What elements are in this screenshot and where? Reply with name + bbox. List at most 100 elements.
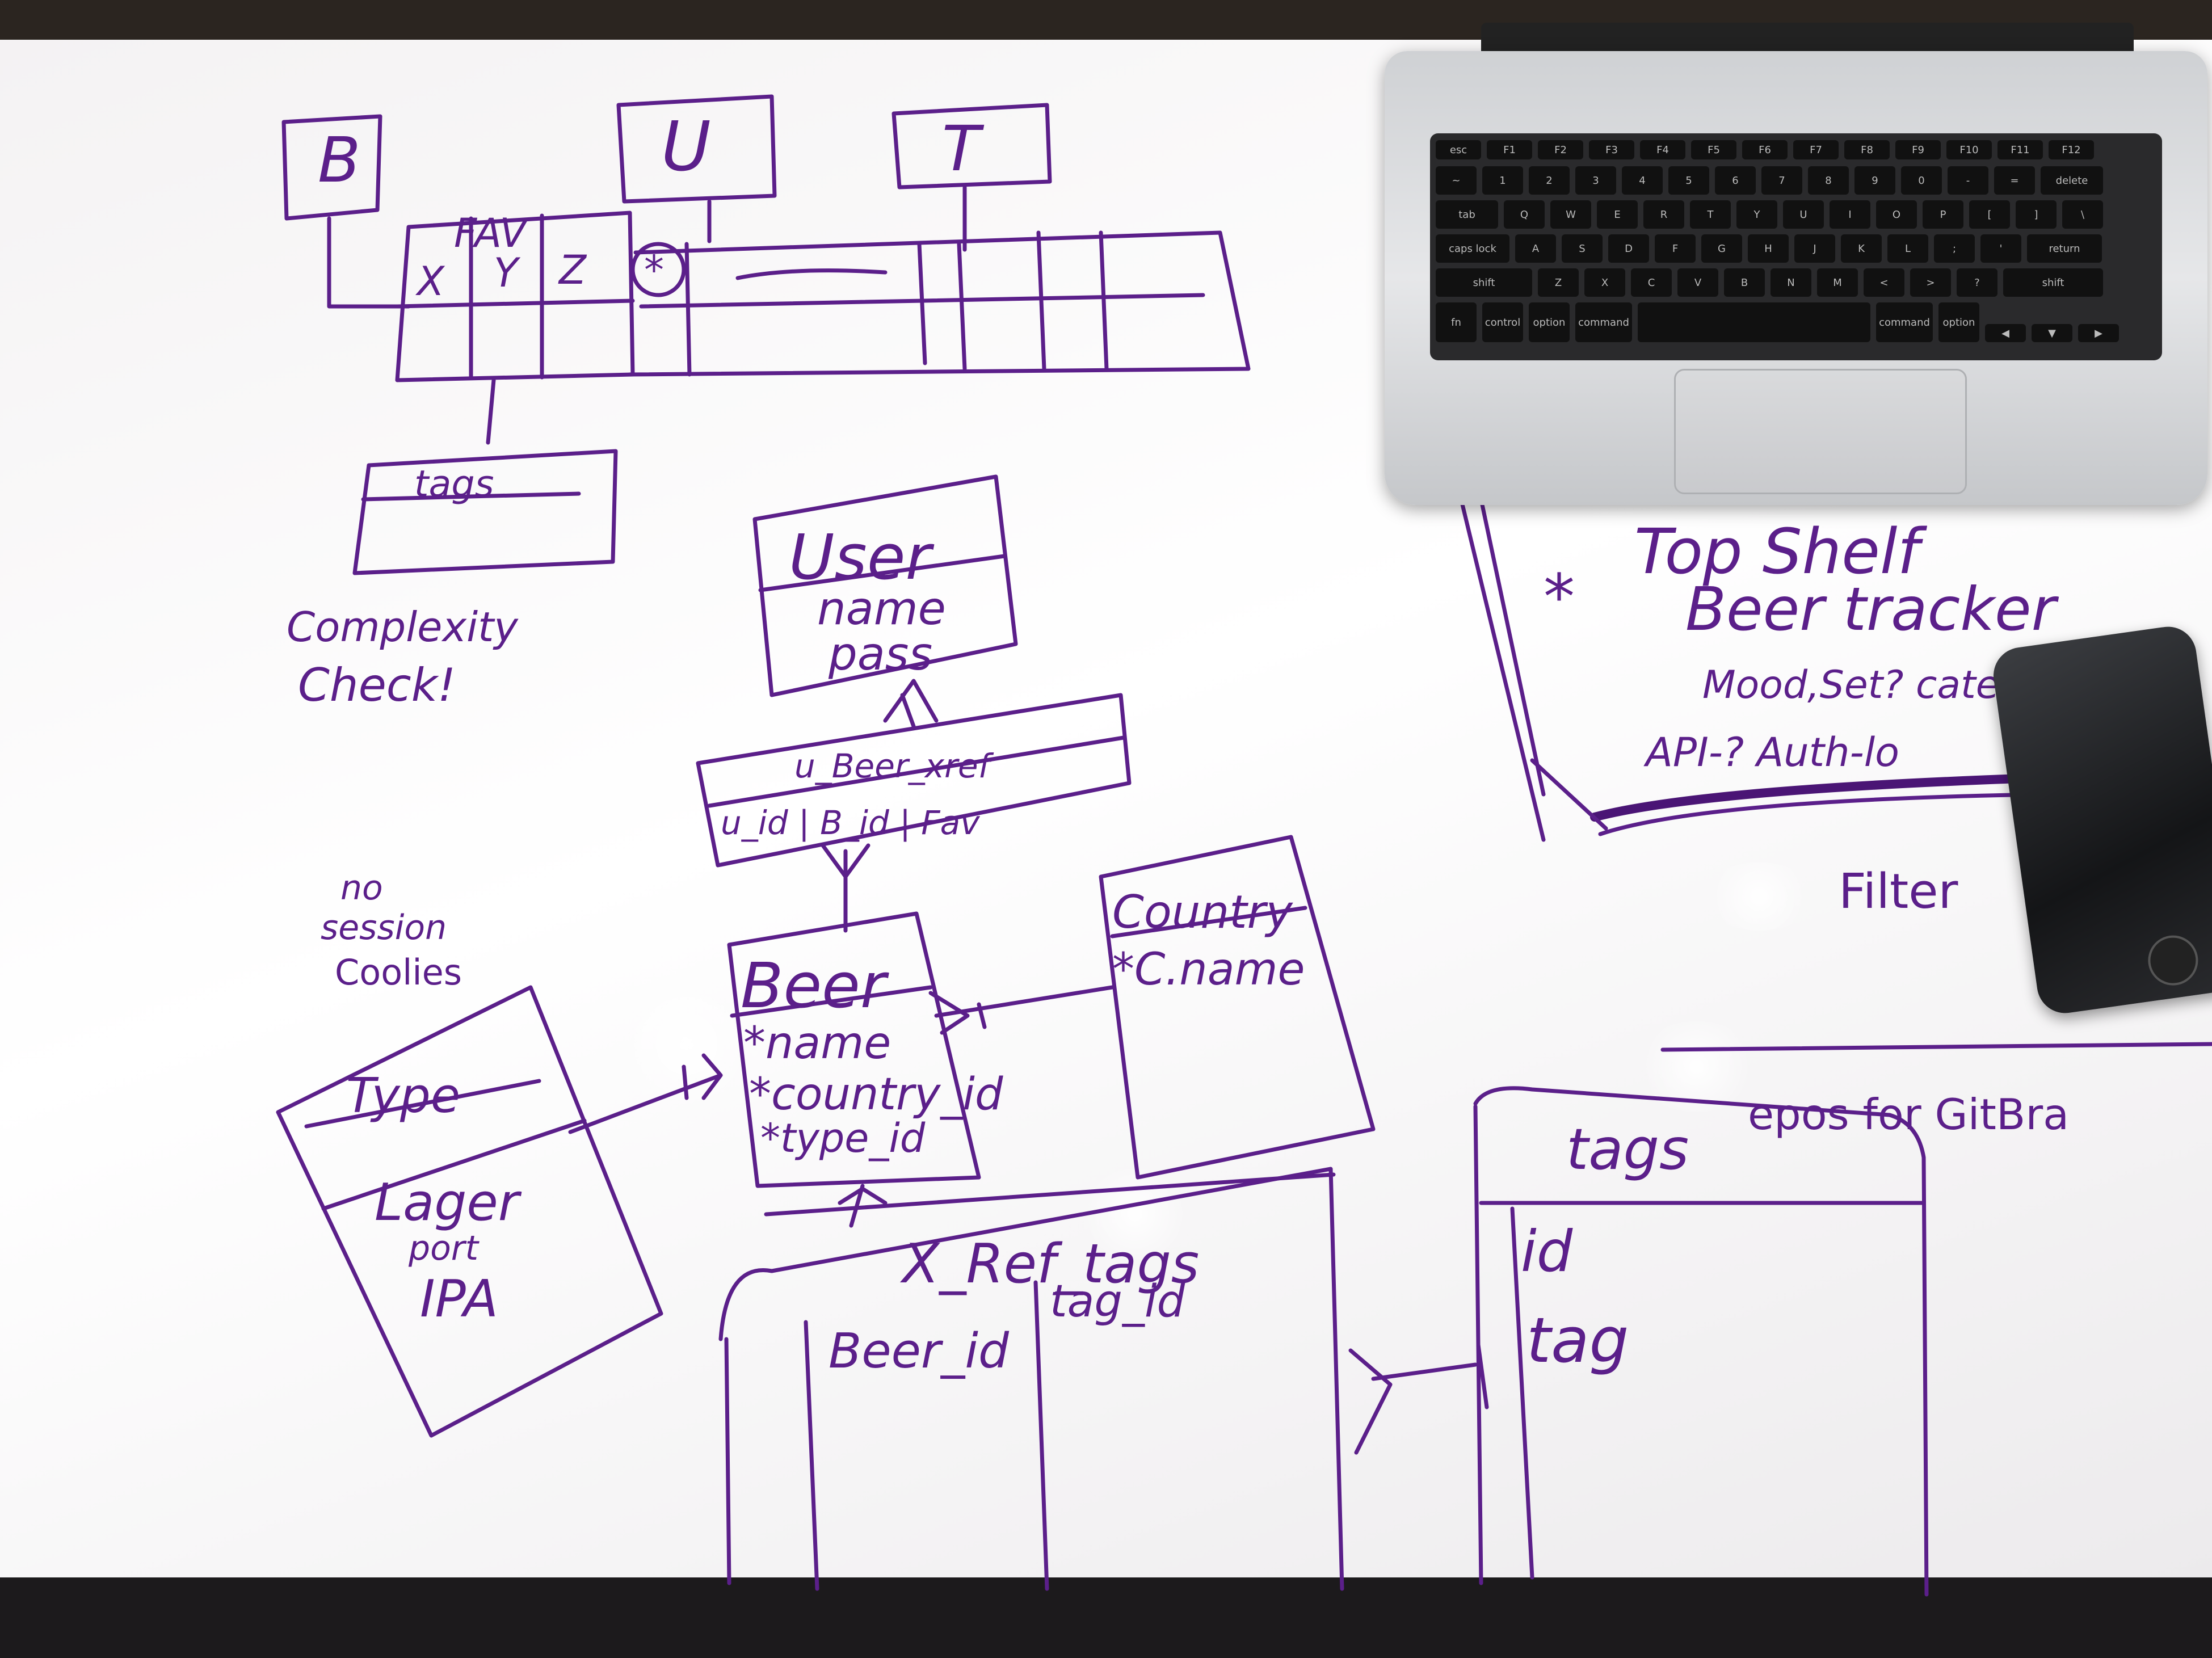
key-r[interactable]: R xyxy=(1643,200,1684,229)
fav-label: FAV xyxy=(454,210,529,256)
key-bracket-left[interactable]: [ xyxy=(1969,200,2010,229)
key-8[interactable]: 8 xyxy=(1808,166,1849,195)
key-z[interactable]: Z xyxy=(1538,268,1579,297)
key-3[interactable]: 3 xyxy=(1575,166,1616,195)
type-field-lager: Lager xyxy=(375,1173,522,1232)
key-1[interactable]: 1 xyxy=(1482,166,1523,195)
key-semicolon[interactable]: ; xyxy=(1934,234,1975,263)
key-slash[interactable]: ? xyxy=(1957,268,1997,297)
key-s[interactable]: S xyxy=(1562,234,1603,263)
key-c[interactable]: C xyxy=(1631,268,1672,297)
key-option-right[interactable]: option xyxy=(1938,302,1979,342)
key-backslash[interactable]: \ xyxy=(2062,200,2103,229)
key-bracket-right[interactable]: ] xyxy=(2016,200,2057,229)
key-h[interactable]: H xyxy=(1748,234,1789,263)
key-i[interactable]: I xyxy=(1830,200,1870,229)
key-w[interactable]: W xyxy=(1550,200,1591,229)
key-arrow-right[interactable]: ▶ xyxy=(2078,324,2119,342)
key-comma[interactable]: < xyxy=(1864,268,1904,297)
key-d[interactable]: D xyxy=(1608,234,1649,263)
key-b[interactable]: B xyxy=(1724,268,1765,297)
key-k[interactable]: K xyxy=(1841,234,1882,263)
key-command-left[interactable]: command xyxy=(1575,302,1632,342)
key-q[interactable]: Q xyxy=(1504,200,1545,229)
key-y[interactable]: Y xyxy=(1736,200,1777,229)
key-esc[interactable]: esc xyxy=(1436,140,1481,159)
key-tilde[interactable]: ~ xyxy=(1436,166,1477,195)
col-y: Y xyxy=(494,250,521,296)
key-t[interactable]: T xyxy=(1690,200,1731,229)
key-9[interactable]: 9 xyxy=(1854,166,1895,195)
key-arrow-left[interactable]: ◀ xyxy=(1985,324,2026,342)
xref-table: u_Beer_xref u_id | B_id | Fav xyxy=(696,693,1132,933)
project-star: * xyxy=(1544,561,1575,633)
key-tab[interactable]: tab xyxy=(1436,200,1498,229)
key-f11[interactable]: F11 xyxy=(1997,140,2043,159)
key-x[interactable]: X xyxy=(1584,268,1625,297)
key-f[interactable]: F xyxy=(1655,234,1696,263)
key-fn[interactable]: fn xyxy=(1436,302,1477,342)
key-period[interactable]: > xyxy=(1910,268,1951,297)
key-u[interactable]: U xyxy=(1783,200,1824,229)
user-table: User name pass xyxy=(752,474,1018,729)
key-7[interactable]: 7 xyxy=(1761,166,1802,195)
key-4[interactable]: 4 xyxy=(1622,166,1663,195)
key-l[interactable]: L xyxy=(1887,234,1928,263)
key-command-right[interactable]: command xyxy=(1876,302,1933,342)
key-equals[interactable]: = xyxy=(1994,166,2035,195)
key-f6[interactable]: F6 xyxy=(1742,140,1788,159)
key-g[interactable]: G xyxy=(1701,234,1742,263)
key-f10[interactable]: F10 xyxy=(1946,140,1992,159)
country-table: Country *C.name xyxy=(1099,835,1376,1180)
beer-field-type-id: *type_id xyxy=(760,1115,926,1162)
key-quote[interactable]: ' xyxy=(1980,234,2021,263)
beer-field-name: *name xyxy=(743,1018,891,1069)
box-t-label: T xyxy=(942,112,985,185)
key-f1[interactable]: F1 xyxy=(1487,140,1532,159)
type-title: Type xyxy=(346,1068,460,1124)
key-f8[interactable]: F8 xyxy=(1844,140,1890,159)
key-a[interactable]: A xyxy=(1515,234,1556,263)
key-minus[interactable]: - xyxy=(1948,166,1988,195)
key-2[interactable]: 2 xyxy=(1529,166,1570,195)
trackpad[interactable] xyxy=(1674,369,1967,494)
beer-table: Beer *name *country_id *type_id xyxy=(727,911,1003,1228)
key-f3[interactable]: F3 xyxy=(1589,140,1634,159)
key-space[interactable] xyxy=(1638,302,1870,342)
complexity-line-1: Complexity xyxy=(287,603,519,651)
key-e[interactable]: E xyxy=(1597,200,1638,229)
repos-note: epos for GitBra xyxy=(1748,1089,2069,1139)
key-n[interactable]: N xyxy=(1771,268,1811,297)
key-option-left[interactable]: option xyxy=(1529,302,1570,342)
key-6[interactable]: 6 xyxy=(1715,166,1756,195)
xref-tags-table: X_Ref_tags Beer_id tag_id xyxy=(718,1167,1344,1591)
key-f5[interactable]: F5 xyxy=(1691,140,1736,159)
xref-fields: u_id | B_id | Fav xyxy=(721,803,981,842)
key-p[interactable]: P xyxy=(1923,200,1963,229)
key-delete[interactable]: delete xyxy=(2041,166,2103,195)
session-line-3: Coolies xyxy=(335,952,462,993)
key-return[interactable]: return xyxy=(2027,234,2102,263)
key-m[interactable]: M xyxy=(1817,268,1858,297)
key-f4[interactable]: F4 xyxy=(1640,140,1685,159)
key-f12[interactable]: F12 xyxy=(2049,140,2094,159)
keyboard-row-shift: shift Z X C V B N M < > ? shift xyxy=(1436,268,2103,297)
key-v[interactable]: V xyxy=(1677,268,1718,297)
key-arrow-down[interactable]: ▼ xyxy=(2032,324,2072,342)
key-o[interactable]: O xyxy=(1876,200,1917,229)
key-f7[interactable]: F7 xyxy=(1793,140,1839,159)
key-shift-left[interactable]: shift xyxy=(1436,268,1532,297)
phone-home-button[interactable] xyxy=(2144,932,2202,989)
key-control[interactable]: control xyxy=(1482,302,1523,342)
key-j[interactable]: J xyxy=(1794,234,1835,263)
project-line-1: Top Shelf xyxy=(1634,515,1927,588)
tags-table-title: tags xyxy=(1566,1116,1689,1183)
xref-title: u_Beer_xref xyxy=(794,747,994,785)
key-caps-lock[interactable]: caps lock xyxy=(1436,234,1509,263)
key-shift-right[interactable]: shift xyxy=(2003,268,2103,297)
key-5[interactable]: 5 xyxy=(1668,166,1709,195)
key-f2[interactable]: F2 xyxy=(1538,140,1583,159)
key-0[interactable]: 0 xyxy=(1901,166,1942,195)
key-f9[interactable]: F9 xyxy=(1895,140,1941,159)
